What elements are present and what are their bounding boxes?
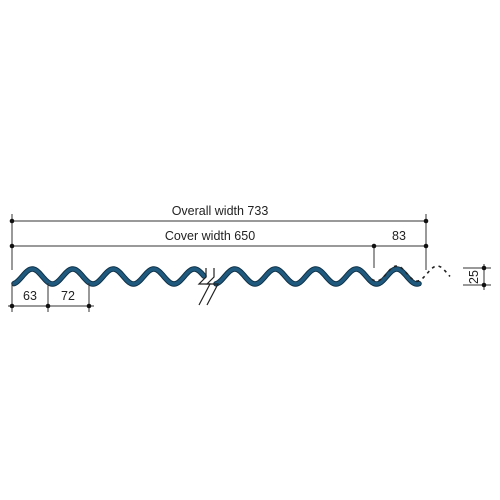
overlap-label: 83: [392, 229, 406, 243]
cover-width-label: Cover width 650: [165, 229, 255, 243]
overall-width-dimension: Overall width 733: [9, 204, 429, 270]
overall-width-left-marker: [9, 218, 15, 224]
cover-width-left-marker: [9, 243, 15, 249]
overlap-right-marker: [423, 243, 429, 249]
break-line-left: [197, 268, 211, 306]
depth-label: 25: [467, 270, 481, 284]
pitch-middle-marker: [45, 303, 51, 309]
cover-width-right-marker: [371, 243, 377, 249]
pitch-left-marker: [9, 303, 15, 309]
sheet-left-section: [12, 267, 206, 286]
sheet-profile: [11, 265, 451, 287]
overlapping-sheet-dashed: [371, 265, 451, 282]
cover-width-dimension: Cover width 650 83: [9, 229, 429, 268]
sheet-right-section: [214, 267, 421, 286]
overall-width-right-marker: [423, 218, 429, 224]
depth-dimension: 25: [463, 264, 491, 290]
depth-bottom-marker: [481, 282, 487, 288]
break-symbol: [197, 268, 219, 306]
pitch-first-label: 63: [23, 289, 37, 303]
pitch-dimensions: 63 72: [8, 283, 94, 312]
break-line-right: [205, 268, 219, 306]
overall-width-label: Overall width 733: [172, 204, 269, 218]
depth-top-marker: [481, 265, 487, 271]
pitch-right-marker: [86, 303, 92, 309]
pitch-label: 72: [61, 289, 75, 303]
